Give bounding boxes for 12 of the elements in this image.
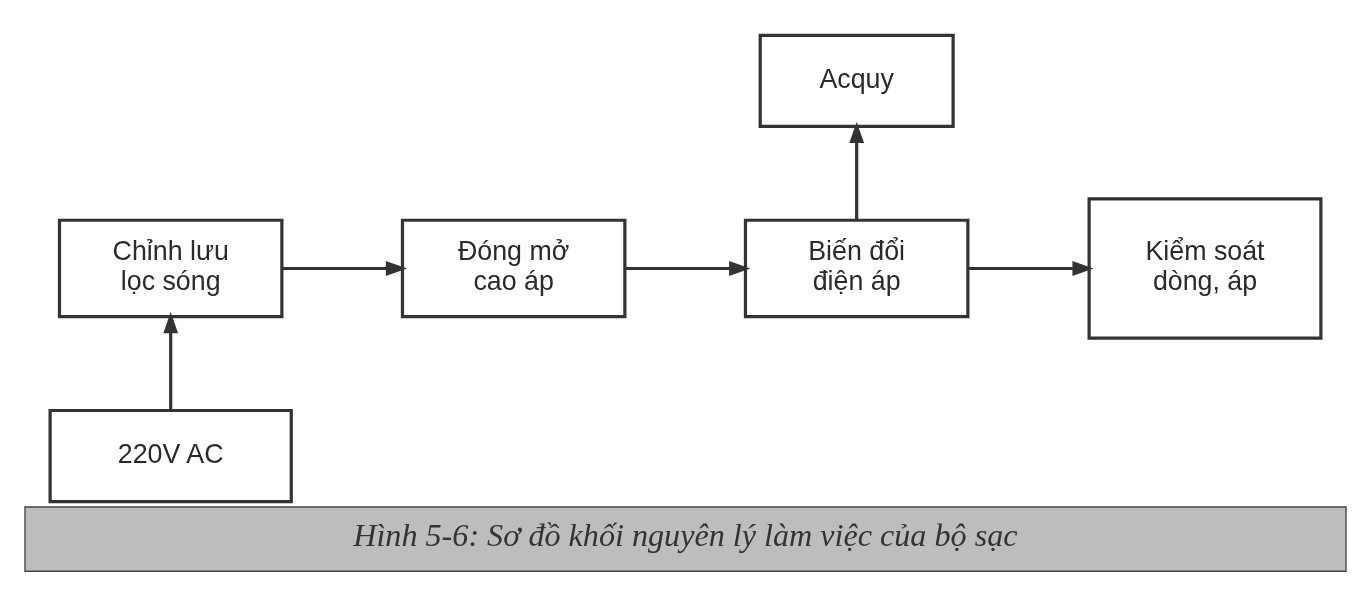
- node-box: Acquy: [758, 33, 955, 129]
- caption: Hình 5-6: Sơ đồ khối nguyên lý làm việc của bộ sạc: [353, 517, 1018, 554]
- node-box: Kiểm soát dòng, áp: [1087, 197, 1323, 340]
- arrow: [849, 121, 865, 220]
- arrow: [163, 312, 179, 411]
- node-box: Biến đổi điện áp: [743, 218, 970, 319]
- arrow: [625, 261, 751, 276]
- node-box: 220V AC: [48, 408, 293, 504]
- node-box: Chỉnh lưu lọc sóng: [57, 218, 284, 319]
- arrow: [282, 261, 408, 276]
- arrow: [967, 261, 1094, 276]
- node-box: Đóng mở cao áp: [400, 218, 627, 319]
